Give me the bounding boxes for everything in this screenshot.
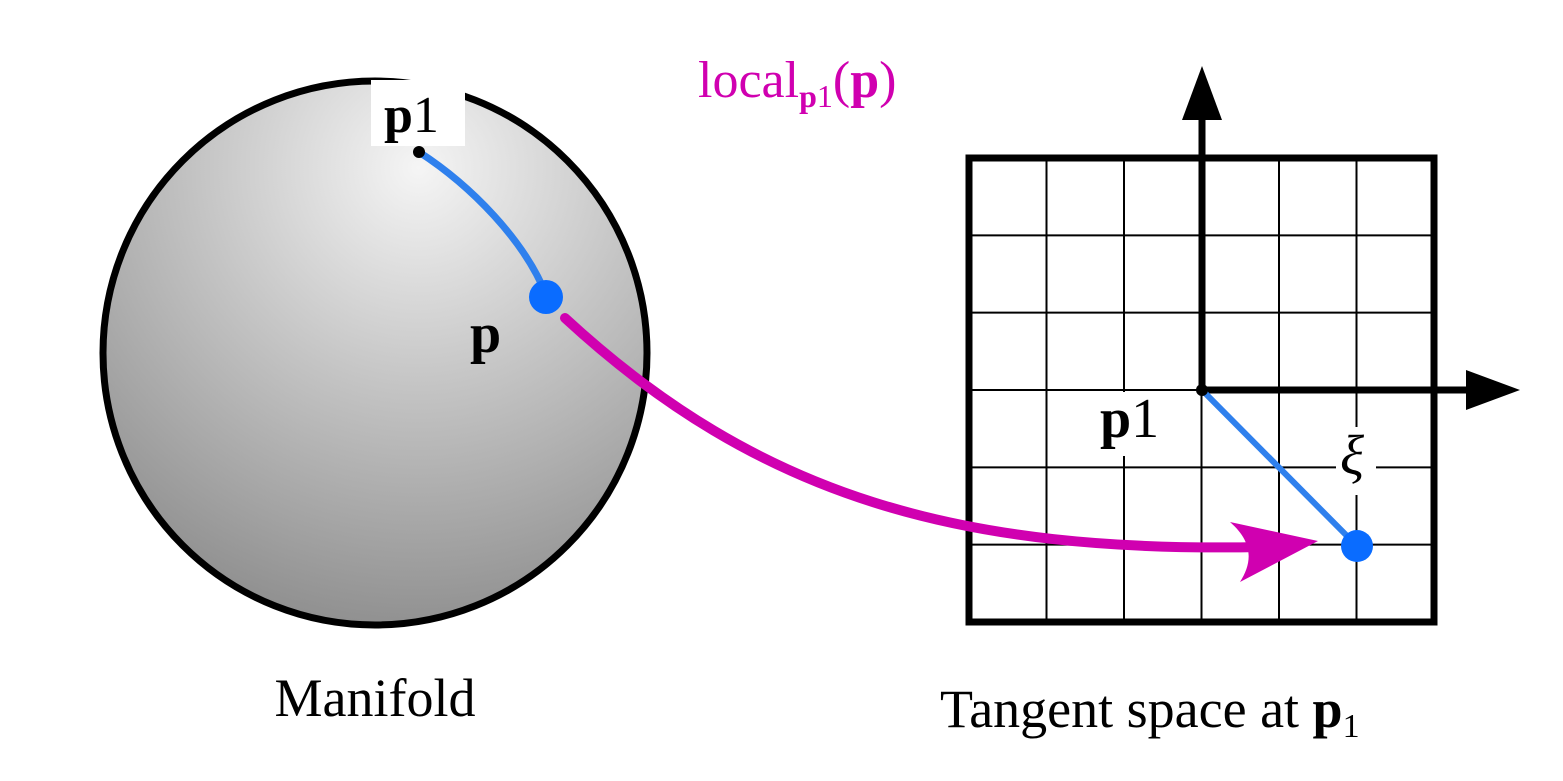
tangent-caption: Tangent space at p1 [940,679,1360,745]
mapping-arrowhead [1230,522,1318,582]
manifold-sphere [99,77,651,629]
vertical-axis-arrowhead [1182,66,1222,120]
p-manifold-label: p [470,303,501,365]
xi-vector [1199,387,1360,549]
xi-point [1341,530,1373,562]
p-point-manifold [529,280,563,314]
geodesic-curve [415,148,551,301]
p1-tangent-label-background [1093,392,1199,456]
horizontal-axis-arrowhead [1466,370,1520,410]
manifold-caption: Manifold [275,668,476,728]
xi-label-background [1336,427,1376,495]
local-map-label: localp1(p) [698,52,896,114]
xi-label: ξ [1340,425,1364,487]
tangent-origin-point [1196,384,1208,396]
p1-manifold-label: p1 [384,87,439,144]
p1-point-manifold [413,146,425,158]
p1-tangent-label: p1 [1100,388,1159,450]
mapping-arrow [560,313,1267,553]
p1-label-background [371,80,465,146]
